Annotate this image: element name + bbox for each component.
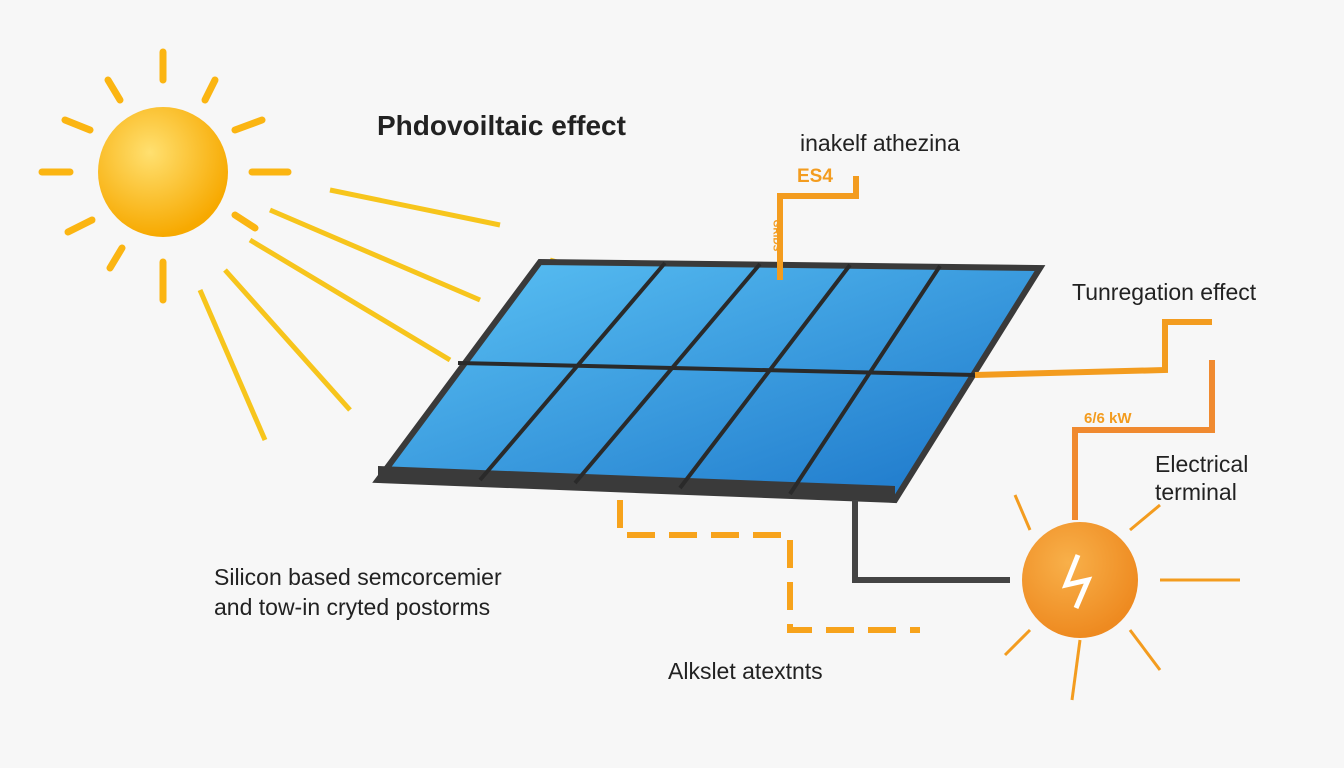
electrical-terminal-icon bbox=[1003, 494, 1240, 701]
es-tag: ES4 bbox=[797, 166, 833, 187]
sun-icon bbox=[38, 48, 292, 304]
left-caption-line: Silicon based semcorcemier bbox=[214, 564, 502, 590]
right-label: Tunregation effect bbox=[1072, 279, 1257, 305]
solar-panel bbox=[372, 258, 1046, 504]
terminal-label-line: Electrical bbox=[1155, 451, 1249, 477]
wires bbox=[617, 176, 1215, 633]
top-label: inakelf athezina bbox=[800, 130, 960, 156]
left-caption-line: and tow-in cryted postorms bbox=[214, 594, 491, 620]
left-caption: Silicon based semcorcemier and tow-in cr… bbox=[214, 562, 502, 622]
terminal-label: Electrical terminal bbox=[1155, 450, 1248, 506]
vertical-tag: GRIDS bbox=[770, 219, 782, 252]
terminal-label-line: terminal bbox=[1155, 479, 1237, 505]
diagram-title: Phdovoiltaic effect bbox=[377, 110, 626, 141]
power-label: 6/6 kW bbox=[1084, 410, 1132, 427]
bottom-caption: Alkslet atextnts bbox=[668, 658, 823, 684]
